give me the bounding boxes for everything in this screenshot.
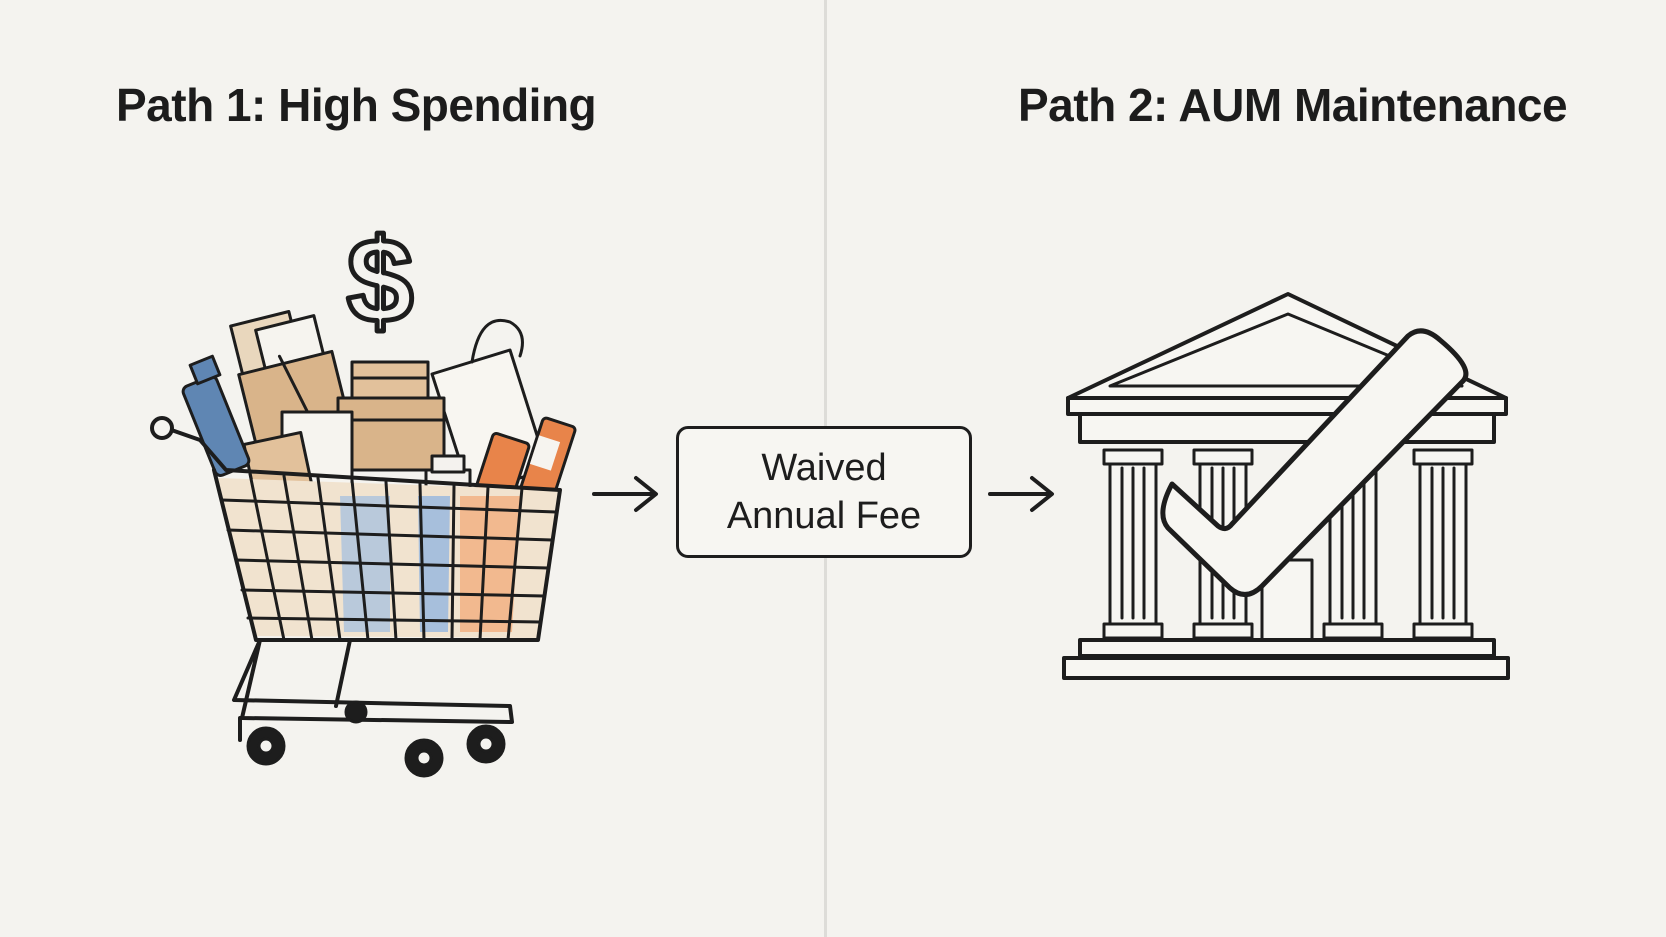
path-2-title: Path 2: AUM Maintenance xyxy=(1018,79,1568,131)
bank-building-icon xyxy=(1062,292,1510,680)
arrow-right-icon xyxy=(988,476,1054,512)
fee-box-line-1: Waived xyxy=(761,447,887,489)
waived-annual-fee-box: Waived Annual Fee xyxy=(676,426,972,558)
dollar-sign-icon: $ xyxy=(344,212,416,351)
svg-text:$: $ xyxy=(347,214,414,348)
arrow-right-icon xyxy=(592,476,658,512)
path-1-title: Path 1: High Spending xyxy=(116,79,597,131)
shopping-cart-icon xyxy=(150,310,577,778)
fee-box-line-2: Annual Fee xyxy=(726,495,922,537)
checkmark-icon xyxy=(1160,328,1469,597)
